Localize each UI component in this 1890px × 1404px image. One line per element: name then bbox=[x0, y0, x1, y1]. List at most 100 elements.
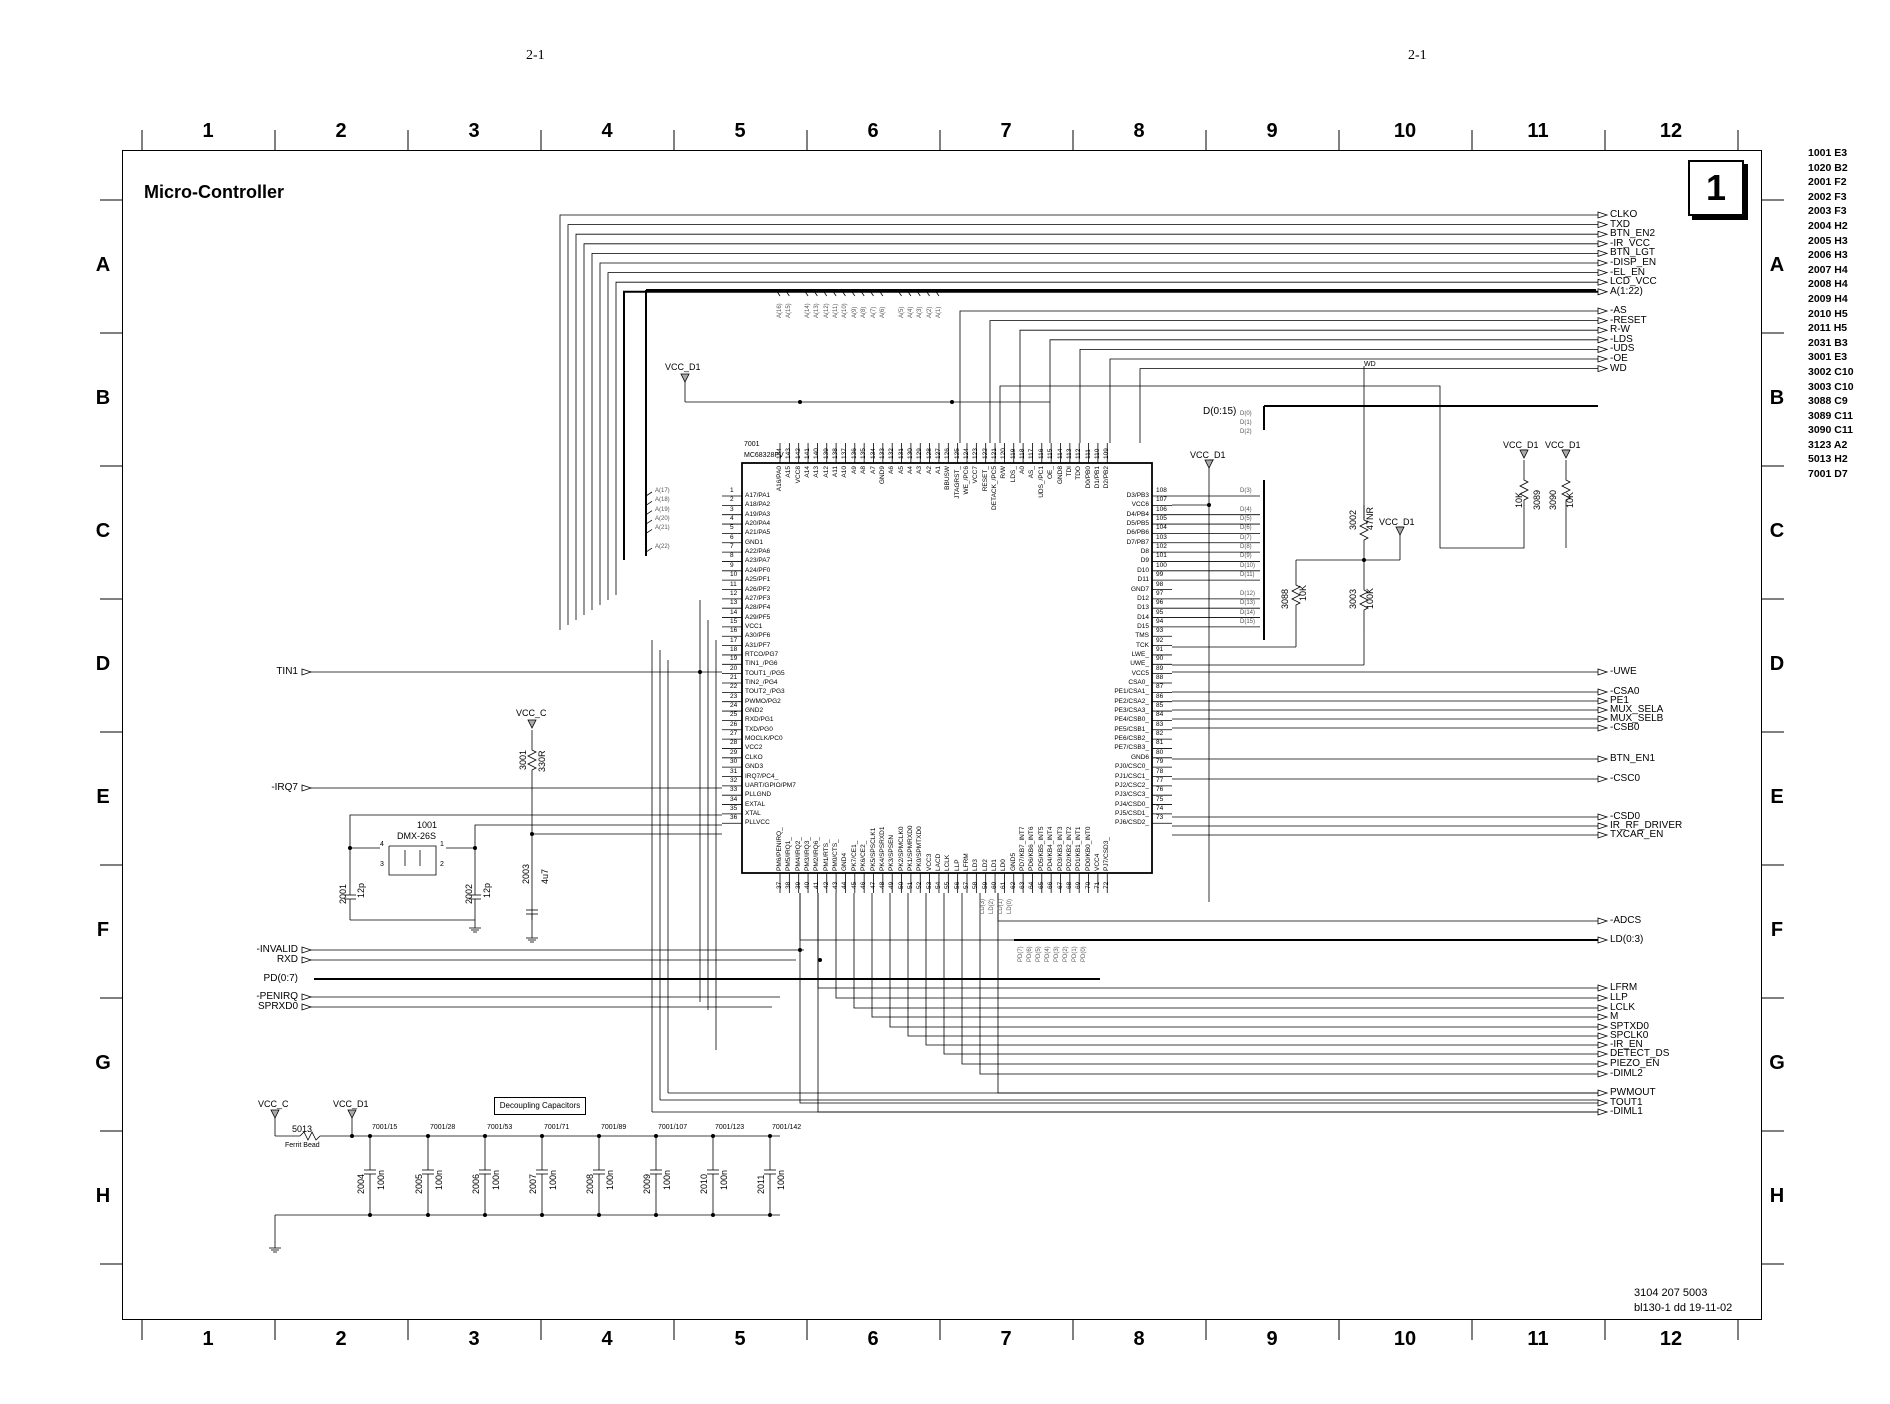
junction-dot bbox=[540, 1213, 544, 1217]
decoupling-caption: Decoupling Capacitors bbox=[494, 1097, 586, 1115]
component-ref-entry: 2005 H3 bbox=[1808, 234, 1848, 247]
junction-dot bbox=[483, 1213, 487, 1217]
ic-pin-number: 46 bbox=[860, 881, 868, 889]
column-label: 7 bbox=[1000, 120, 1012, 142]
bus-entry-label: A(13) bbox=[814, 303, 821, 318]
ic-pin-number: 132 bbox=[888, 448, 896, 459]
ic-pin-name: TDI bbox=[1065, 466, 1073, 477]
net-wire bbox=[959, 310, 1598, 443]
net-wire bbox=[607, 272, 1598, 600]
ic-pin-name: RXD/PG1 bbox=[745, 716, 774, 724]
ic-pin-name: PK3/SPSEN bbox=[888, 834, 896, 871]
decoupling-cap-ref: 2009 bbox=[642, 1173, 652, 1194]
net-label: MUX_SELB bbox=[1610, 713, 1664, 724]
ic-pin-name: UDS_/PC1 bbox=[1037, 466, 1045, 498]
decoupling-cap-ref: 2005 bbox=[414, 1173, 424, 1194]
ic-pin-name: D6/PB6 bbox=[1126, 529, 1149, 537]
decoupling-cap-val: 100n bbox=[776, 1169, 786, 1190]
net-wire bbox=[583, 243, 1598, 615]
bus-entry-label: D(1) bbox=[1240, 420, 1252, 426]
net-wire bbox=[623, 290, 1598, 560]
ic-pin-number: 107 bbox=[1156, 496, 1167, 504]
bus-entry-label: PD(5) bbox=[1036, 946, 1042, 962]
ic-pin-number: 49 bbox=[888, 881, 896, 889]
ic-part: MC68328PV bbox=[744, 452, 784, 459]
junction-dot bbox=[597, 1134, 601, 1138]
net-label: M bbox=[1610, 1011, 1619, 1022]
ic-pin-name: A23/PA7 bbox=[745, 557, 771, 565]
column-label: 3 bbox=[468, 1328, 480, 1350]
resistor-symbol bbox=[1359, 570, 1369, 630]
output-port-arrow bbox=[1597, 278, 1609, 286]
output-port-arrow bbox=[1597, 336, 1609, 344]
ferrite-bead-symbol bbox=[299, 1131, 321, 1141]
ic-pin-name: EXTAL bbox=[745, 800, 766, 808]
bus-entry-label: D(4) bbox=[1240, 506, 1252, 513]
output-port-arrow bbox=[1597, 668, 1609, 676]
bus-entry-label: A(4) bbox=[907, 306, 914, 318]
net-label: LLP bbox=[1610, 992, 1628, 1003]
component-ref-entry: 3089 C11 bbox=[1808, 409, 1853, 422]
ic-pin-name: TDO bbox=[1075, 466, 1083, 480]
ic-pin-name: PK4/SPSRXD1 bbox=[878, 826, 886, 871]
bus-entry-label: D(9) bbox=[1240, 553, 1252, 560]
component-ref-entry: 3090 C11 bbox=[1808, 424, 1853, 437]
ic-pin-name: D3/PB3 bbox=[1126, 492, 1149, 499]
row-label: H bbox=[95, 1185, 111, 1207]
output-port-arrow bbox=[1597, 697, 1609, 705]
component-ref-entry: 2009 H4 bbox=[1808, 292, 1848, 305]
row-label: B bbox=[1769, 387, 1785, 409]
component-ref-entry: 2031 B3 bbox=[1808, 336, 1848, 349]
bus-entry-label: D(5) bbox=[1240, 516, 1252, 523]
ic-pin-name: A5 bbox=[897, 466, 905, 474]
net-label: PE1 bbox=[1610, 695, 1629, 706]
output-port-arrow bbox=[1597, 936, 1609, 944]
ic-pin-number: 126 bbox=[944, 448, 952, 459]
bus-entry-label: A(12) bbox=[823, 303, 830, 318]
ic-pin-number: 117 bbox=[1028, 448, 1036, 459]
footer: 3104 207 5003 bl130-1 dd 19-11-02 bbox=[1634, 1286, 1732, 1316]
ic-pin-name: LLP bbox=[953, 859, 961, 871]
ic-pin-number: 131 bbox=[897, 448, 905, 459]
component-ref-entry: 2011 H5 bbox=[1808, 322, 1848, 335]
ic-pin-number: 60 bbox=[991, 881, 999, 889]
ic-pin-number: 35 bbox=[730, 804, 738, 812]
input-port-arrow bbox=[301, 956, 313, 964]
ic-pin-number: 29 bbox=[730, 748, 738, 756]
ic-pin-number: 20 bbox=[730, 664, 738, 672]
ic-pin-number: 44 bbox=[841, 881, 849, 889]
ic-pin-name: MOCLK/PC0 bbox=[745, 735, 783, 743]
ic-pin-name: LCLK bbox=[944, 854, 952, 871]
net-wire bbox=[559, 214, 1598, 630]
component-ref-entry: 2004 H2 bbox=[1808, 219, 1848, 232]
net-label: SPTXD0 bbox=[1610, 1021, 1649, 1032]
crystal-body bbox=[388, 845, 437, 876]
ic-pin-number: 129 bbox=[916, 448, 924, 459]
ic-pin-name: A15 bbox=[785, 466, 793, 478]
ic-pin-number: 83 bbox=[1156, 720, 1164, 728]
ic-pin-number: 42 bbox=[822, 881, 830, 889]
junction-dot bbox=[950, 400, 954, 404]
ic-pin-name: IRQ7/PC4_ bbox=[745, 772, 779, 780]
column-label: 4 bbox=[601, 1328, 613, 1350]
component-ref-entry: 2003 F3 bbox=[1808, 205, 1847, 218]
net-label: -CSC0 bbox=[1610, 773, 1641, 784]
ic-pin-name: A21/PA5 bbox=[745, 529, 771, 537]
ic-pin-number: 64 bbox=[1028, 881, 1036, 889]
ic-pin-number: 54 bbox=[934, 881, 942, 889]
ic-pin-number: 103 bbox=[1156, 533, 1167, 541]
junction-dot bbox=[1362, 558, 1366, 562]
ic-pin-name: A8 bbox=[860, 466, 868, 474]
ic-pin-number: 70 bbox=[1084, 881, 1092, 889]
net-label: -INVALID bbox=[256, 944, 299, 955]
ic-pin-name: TIN1_/PG6 bbox=[745, 660, 778, 668]
ic-pin-number: 125 bbox=[953, 448, 961, 459]
output-port-arrow bbox=[1597, 1099, 1609, 1107]
row-label: B bbox=[95, 387, 111, 409]
output-port-arrow bbox=[1597, 307, 1609, 315]
net-label: TOUT1 bbox=[1610, 1097, 1643, 1108]
output-port-arrow bbox=[1597, 288, 1609, 296]
ic-pin-number: 86 bbox=[1156, 692, 1164, 700]
net-label: BTN_EN2 bbox=[1610, 228, 1656, 240]
column-label: 12 bbox=[1659, 1328, 1683, 1350]
